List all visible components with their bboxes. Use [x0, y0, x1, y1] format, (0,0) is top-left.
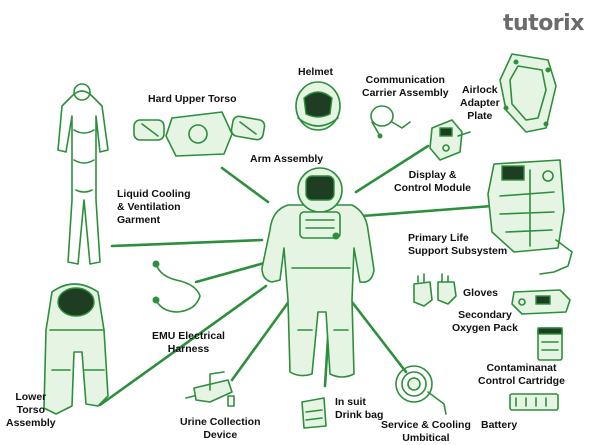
label-contaminant-cartridge: Contaminanat Control Cartridge: [478, 362, 565, 387]
label-hard-upper-torso: Hard Upper Torso: [148, 93, 237, 105]
primary-life-support-drawing: [487, 159, 573, 275]
helmet-drawing: [295, 81, 341, 131]
label-urine-collection-device: Urine Collection Device: [180, 416, 261, 441]
gloves-drawing: [413, 273, 457, 307]
label-drink-bag: In suit Drink bag: [335, 396, 384, 421]
logo-text: tutorix: [503, 11, 584, 36]
label-arm-assembly: Arm Assembly: [250, 153, 324, 165]
contaminant-cartridge-drawing: [537, 327, 563, 361]
tutorix-logo: tutorix: [499, 10, 595, 40]
label-emu-electrical-harness: EMU Electrical Harness: [152, 330, 225, 355]
label-display-control-module: Display & Control Module: [394, 169, 471, 194]
emu-electrical-harness-drawing: [152, 260, 201, 313]
communication-carrier-drawing: [370, 105, 411, 139]
label-helmet: Helmet: [298, 66, 334, 78]
label-lower-torso-assembly: Lower Torso Assembly: [6, 391, 56, 429]
battery-drawing: [509, 393, 559, 411]
hard-upper-torso-drawing: [133, 111, 266, 157]
label-battery: Battery: [481, 419, 518, 431]
lower-torso-assembly-drawing: [43, 283, 109, 415]
secondary-oxygen-pack-drawing: [511, 289, 571, 315]
label-secondary-oxygen-pack: Secondary Oxygen Pack: [452, 309, 518, 334]
display-control-module-drawing: [429, 119, 471, 161]
label-gloves: Gloves: [463, 287, 499, 299]
urine-collection-device-drawing: [185, 371, 235, 407]
label-communication-carrier: Communication Carrier Assembly: [362, 74, 449, 99]
label-airlock-adapter-plate: Airlock Adapter Plate: [460, 84, 500, 122]
airlock-adapter-plate-drawing: [499, 53, 557, 133]
label-primary-life-support: Primary Life Support Subsystem: [408, 232, 508, 257]
central-spacesuit-drawing: [261, 167, 375, 378]
drink-bag-drawing: [301, 397, 327, 429]
service-cooling-umbilical-drawing: [395, 365, 447, 415]
label-service-cooling-umbilical: Service & Cooling Umbitical: [381, 419, 471, 444]
liquid-cooling-garment-drawing: [57, 83, 109, 265]
label-liquid-cooling-garment: Liquid Cooling & Ventilation Garment: [117, 188, 191, 226]
